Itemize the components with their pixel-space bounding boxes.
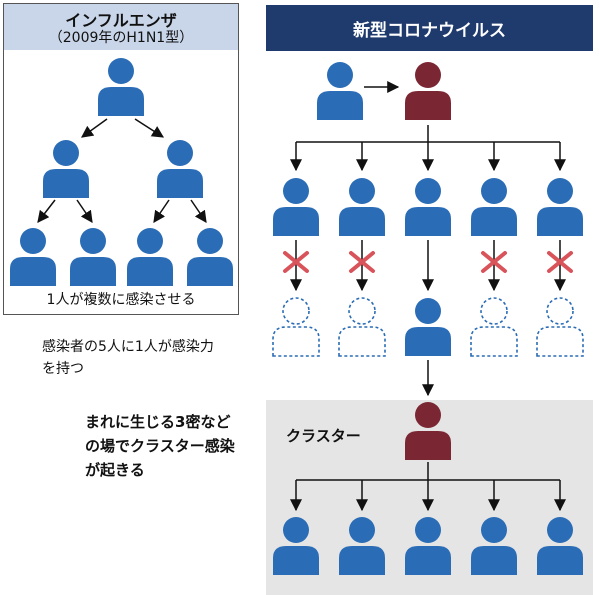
covid-gen2-person-3 xyxy=(405,178,451,236)
cluster-person-4 xyxy=(471,517,517,575)
x-mark-icon-4 xyxy=(481,251,507,273)
infectivity-note-line-2: を持つ xyxy=(42,361,84,377)
cluster-person-1 xyxy=(273,517,319,575)
infectivity-note: 感染者の5人に1人が感染力 を持つ xyxy=(42,336,214,380)
influenza-header xyxy=(4,4,238,50)
cluster-label: クラスター xyxy=(286,427,361,445)
covid-title: 新型コロナウイルス xyxy=(353,20,506,41)
flu-person-gen2-right xyxy=(157,140,203,198)
covid-gen2-person-1 xyxy=(273,178,319,236)
influenza-caption: 1人が複数に感染させる xyxy=(46,292,196,308)
covid-person-source xyxy=(317,62,363,120)
three-c-note-line-3: が起きる xyxy=(85,461,145,479)
cluster-person-5 xyxy=(537,517,583,575)
flu-person-gen2-left xyxy=(43,140,89,198)
three-c-note-line-1: まれに生じる3密など xyxy=(85,413,231,431)
flu-arrow-root-right xyxy=(134,118,165,138)
covid-uninfected-person-5 xyxy=(536,297,584,357)
cluster-person-3 xyxy=(405,517,451,575)
covid-person-infected xyxy=(405,62,451,120)
three-c-note-line-2: の場でクラスター感染 xyxy=(85,437,235,455)
three-c-note: まれに生じる3密など の場でクラスター感染 が起きる xyxy=(85,410,235,482)
crosses-layer xyxy=(283,251,573,273)
flu-arrow-right-2 xyxy=(190,199,207,223)
covid-gen3-person xyxy=(405,298,451,356)
people-layer xyxy=(10,58,584,575)
covid-gen2-person-5 xyxy=(537,178,583,236)
flu-arrow-left-2 xyxy=(76,199,93,223)
arrows-layer xyxy=(37,81,566,512)
x-mark-icon-2 xyxy=(349,251,375,273)
flu-person-gen3-1 xyxy=(10,228,56,286)
covid-uninfected-person-2 xyxy=(338,297,386,357)
flu-arrow-right-1 xyxy=(153,199,170,223)
flu-person-root xyxy=(98,58,144,116)
infectivity-note-line-1: 感染者の5人に1人が感染力 xyxy=(42,339,214,355)
x-mark-icon-5 xyxy=(547,251,573,273)
flu-arrow-root-left xyxy=(81,118,108,138)
cluster-source-person xyxy=(405,402,451,460)
covid-uninfected-person-1 xyxy=(272,297,320,357)
flu-person-gen3-2 xyxy=(70,228,116,286)
flu-person-gen3-4 xyxy=(187,228,233,286)
covid-uninfected-person-4 xyxy=(470,297,518,357)
covid-gen2-person-2 xyxy=(339,178,385,236)
covid-header: 新型コロナウイルス xyxy=(266,5,593,51)
cluster-person-2 xyxy=(339,517,385,575)
x-mark-icon-1 xyxy=(283,251,309,273)
flu-arrow-left-1 xyxy=(37,199,56,223)
flu-person-gen3-3 xyxy=(127,228,173,286)
influenza-title: インフルエンザ xyxy=(65,11,177,30)
covid-gen2-person-4 xyxy=(471,178,517,236)
influenza-subtitle: （2009年のH1N1型） xyxy=(48,30,194,46)
